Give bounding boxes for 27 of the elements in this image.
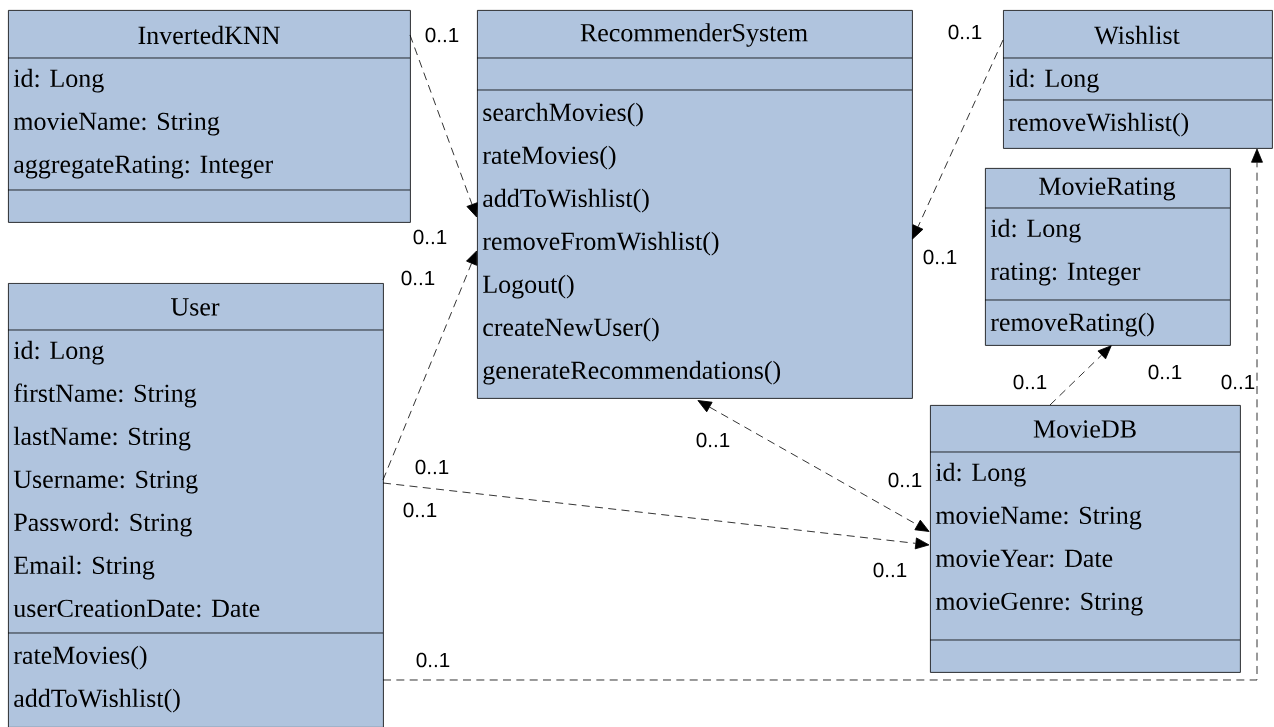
arrow: [382, 148, 1263, 681]
multiplicity-label: 0..1: [1221, 374, 1255, 390]
multiplicity-label: 0..1: [873, 562, 907, 578]
arrow: [382, 250, 478, 481]
class-box: InvertedKNN id: Long movieName: String aggregateRating: Integer: [7, 10, 411, 223]
multiplicity-label: 0..1: [403, 502, 437, 518]
multiplicity-label: 0..1: [948, 24, 982, 40]
multiplicity-label: 0..1: [888, 472, 922, 488]
class-box: Wishlist id: Long removeWishlist(): [1002, 10, 1273, 149]
class-box: MovieRating id: Long rating: Integer removeRating(): [984, 168, 1231, 346]
multiplicity-label: 0..1: [425, 27, 459, 43]
multiplicity-label: 0..1: [1013, 374, 1047, 390]
multiplicity-label: 0..1: [1148, 364, 1182, 380]
arrow: [382, 482, 930, 550]
multiplicity-label: 0..1: [401, 270, 435, 286]
multiplicity-label: 0..1: [696, 432, 730, 448]
multiplicity-label: 0..1: [923, 249, 957, 265]
class-box: MovieDB id: Long movieName: String movieYear: Date movieGenre: String: [929, 405, 1241, 673]
multiplicity-label: 0..1: [416, 652, 450, 668]
multiplicity-label: 0..1: [415, 459, 449, 475]
arrow: [912, 39, 1004, 240]
arrow: [409, 34, 478, 218]
class-box: User id: Long firstName: String lastName: String Username: String Password: String Email: String userCreationDate: Date rateMovies() addToWishlist(): [7, 283, 384, 727]
arrow: [1049, 345, 1112, 406]
arrow: [697, 400, 930, 532]
multiplicity-label: 0..1: [413, 229, 447, 245]
class-box: RecommenderSystem searchMovies() rateMovies() addToWishlist() removeFromWishlist() Logout() createNewUser() generateRecommendations(): [476, 10, 913, 399]
